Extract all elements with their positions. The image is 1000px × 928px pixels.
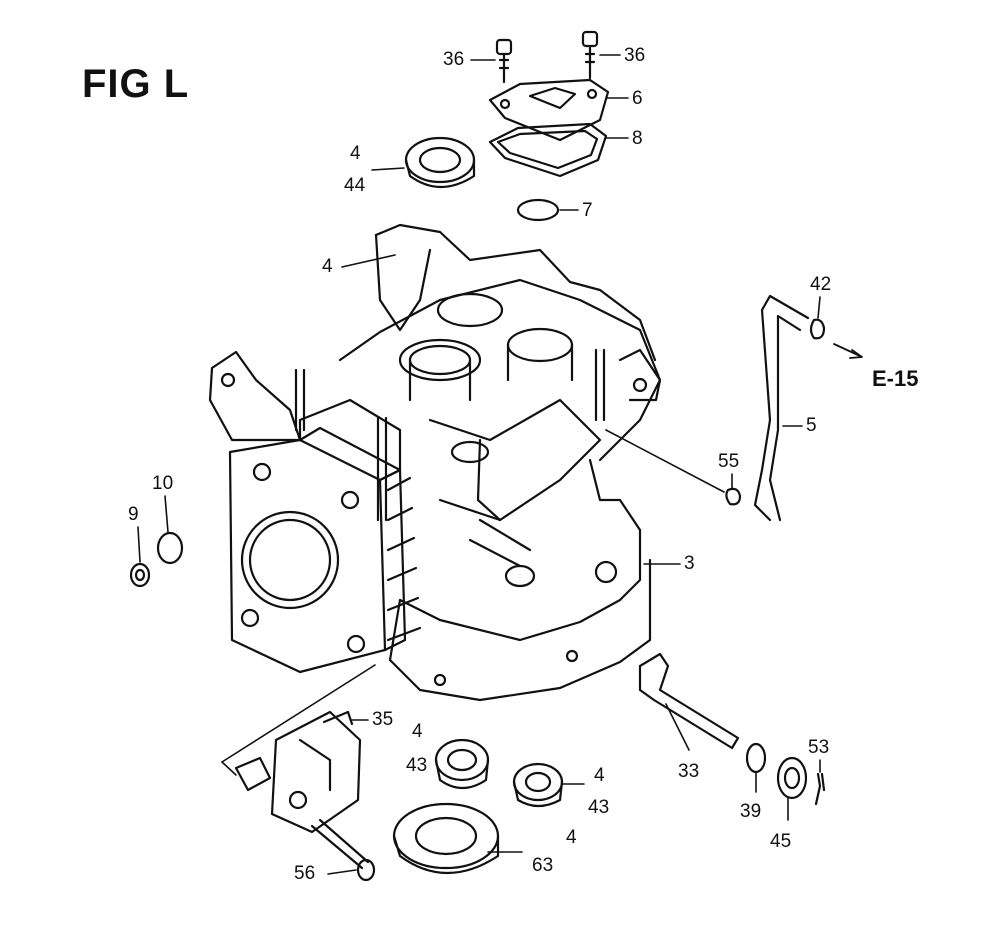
callout-label: 8 xyxy=(632,128,643,149)
bearing-43-lower-part xyxy=(512,762,564,808)
cap-10-part xyxy=(156,531,184,565)
crankcase-part xyxy=(208,223,662,702)
callout-label: 3 xyxy=(684,553,695,574)
callout-label: 6 xyxy=(632,88,643,109)
callout-label: 7 xyxy=(582,200,593,221)
oil-seal-part xyxy=(404,136,476,188)
bearing-63-part xyxy=(392,802,500,874)
callout-label: 4 xyxy=(566,827,577,848)
breather-gasket-part xyxy=(488,122,608,178)
callout-label: 45 xyxy=(770,831,792,852)
callout-label: 36 xyxy=(443,49,465,70)
washer-56-part xyxy=(356,858,376,882)
callout-label: 9 xyxy=(128,504,139,525)
leader-lines xyxy=(137,54,821,875)
bearing-43-upper-part xyxy=(434,738,490,790)
clip-42-part xyxy=(809,318,826,340)
callout-label: 33 xyxy=(678,761,700,782)
bolt-left-part xyxy=(495,38,513,84)
o-ring-part xyxy=(516,198,560,222)
nut-9-part xyxy=(129,562,151,588)
callout-label: 4 xyxy=(350,143,361,164)
breather-tube-part xyxy=(753,294,810,522)
figure-reference: E-15 xyxy=(872,366,919,391)
callout-label: 5 xyxy=(806,415,817,436)
bolt-56-part xyxy=(310,818,370,870)
callout-label: 39 xyxy=(740,801,762,822)
breather-cover-part xyxy=(488,78,610,142)
callout-label: 35 xyxy=(372,709,394,730)
callout-label: 36 xyxy=(624,45,646,66)
governor-shaft-part xyxy=(638,652,740,750)
pin-53-part xyxy=(814,772,826,806)
callout-label: 10 xyxy=(152,473,174,494)
callout-label: 4 xyxy=(412,721,423,742)
callout-label: 43 xyxy=(406,755,428,776)
callout-label: 4 xyxy=(594,765,605,786)
callout-label: 43 xyxy=(588,797,610,818)
governor-bracket-part xyxy=(234,710,362,834)
gear-45-part xyxy=(776,756,808,800)
callout-label: 56 xyxy=(294,863,316,884)
bolt-right-part xyxy=(581,30,599,80)
figure-title: FIG L xyxy=(82,62,190,106)
callout-label: 55 xyxy=(718,451,740,472)
callout-label: 42 xyxy=(810,274,832,295)
callout-label: 44 xyxy=(344,175,366,196)
callout-label: 63 xyxy=(532,855,554,876)
callout-label: 53 xyxy=(808,737,830,758)
e15-arrow-icon xyxy=(833,343,863,359)
clip-55-part xyxy=(725,487,742,506)
washer-39-part xyxy=(745,742,767,774)
callout-label: 4 xyxy=(322,256,333,277)
